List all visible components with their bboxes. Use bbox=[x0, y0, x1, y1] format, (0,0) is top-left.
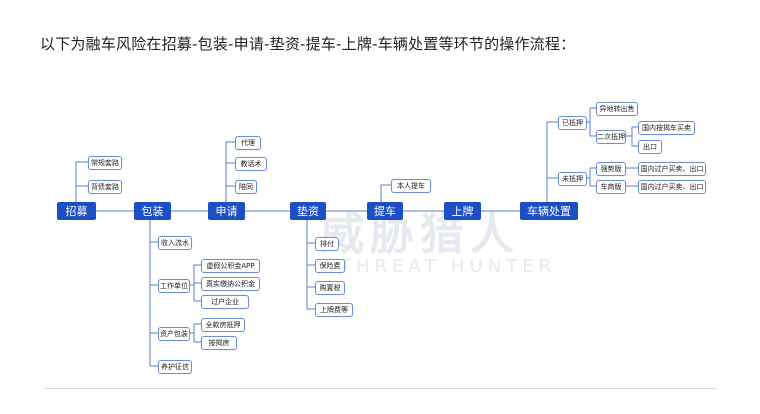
leaf-pack-asset: 资产包装 bbox=[158, 327, 190, 341]
node-advance: 垫资 bbox=[290, 202, 326, 220]
diagram-frame bbox=[45, 78, 717, 389]
leaf-second-export: 出口 bbox=[638, 140, 662, 154]
leaf-work-transfer: 过户企业 bbox=[201, 295, 249, 309]
leaf-dispose-unpledged: 未抵押 bbox=[558, 172, 587, 186]
leaf-pledged-second: 二次抵押 bbox=[596, 130, 626, 144]
leaf-dealer-transfer: 国内过户买卖、出口 bbox=[638, 180, 706, 194]
leaf-dispose-pledged: 已抵押 bbox=[558, 116, 587, 130]
leaf-recruit-debt: 背债套路 bbox=[88, 180, 122, 194]
leaf-asset-full-house: 全款房抵押 bbox=[201, 318, 245, 332]
leaf-asset-mortgage: 按揭房 bbox=[201, 336, 237, 350]
leaf-apply-script: 教话术 bbox=[235, 157, 267, 171]
leaf-pack-income: 收入流水 bbox=[158, 236, 192, 250]
leaf-pickup-self: 本人提车 bbox=[391, 179, 431, 193]
leaf-work-real-fund: 真实缴纳公积金 bbox=[201, 277, 260, 291]
leaf-pledged-resell: 异地转出售 bbox=[596, 102, 638, 116]
leaf-unpledged-strong: 强势版 bbox=[596, 162, 626, 176]
node-recruit: 招募 bbox=[57, 202, 96, 220]
leaf-recruit-regular: 常规套路 bbox=[88, 156, 122, 170]
leaf-pack-credit: 养护征信 bbox=[158, 360, 192, 374]
node-pack: 包装 bbox=[134, 202, 171, 220]
node-pickup: 提车 bbox=[367, 202, 403, 220]
leaf-strong-transfer: 国内过户买卖、出口 bbox=[638, 162, 706, 176]
page-title: 以下为融车风险在招募-包装-申请-垫资-提车-上牌-车辆处置等环节的操作流程： bbox=[40, 35, 576, 53]
node-plate: 上牌 bbox=[444, 202, 481, 220]
leaf-work-fake-app: 虚假公积金APP bbox=[201, 259, 260, 273]
leaf-advance-tax: 购置税 bbox=[315, 281, 345, 295]
leaf-second-domestic: 国内按揭车买卖 bbox=[638, 121, 695, 135]
leaf-advance-insurance: 保险费 bbox=[315, 259, 345, 273]
leaf-advance-pay: 排付 bbox=[315, 237, 339, 251]
leaf-pack-work: 工作单位 bbox=[158, 279, 190, 293]
node-dispose: 车辆处置 bbox=[520, 202, 578, 220]
leaf-apply-accompany: 陪同 bbox=[235, 180, 257, 194]
leaf-apply-agent: 代理 bbox=[235, 136, 261, 150]
node-apply: 申请 bbox=[208, 202, 245, 220]
leaf-unpledged-dealer: 车商版 bbox=[596, 180, 626, 194]
leaf-advance-plate-fee: 上牌费等 bbox=[315, 303, 353, 317]
